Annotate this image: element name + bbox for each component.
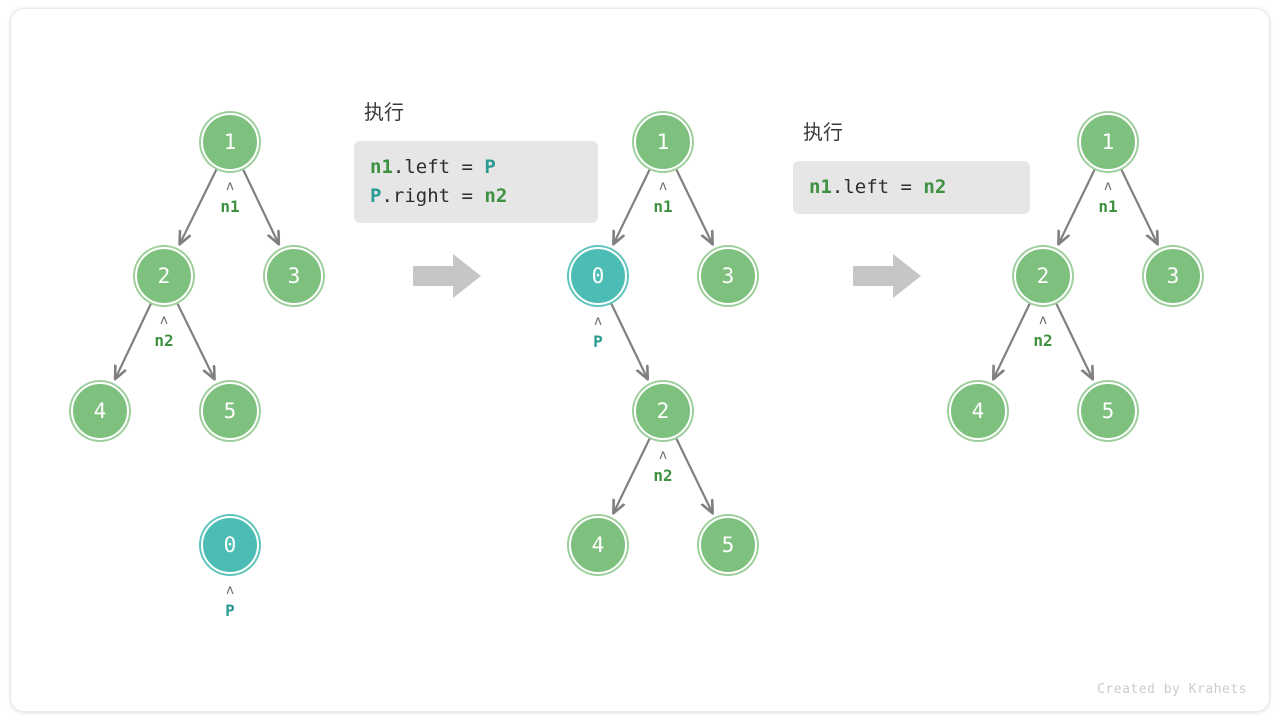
tree-edge (614, 167, 652, 243)
tree-edge (609, 301, 647, 378)
tree-node-value: 2 (656, 398, 670, 423)
code-token-plain: .left = (392, 156, 485, 178)
tree-node-value: 1 (656, 129, 670, 154)
code-line: n1.left = n2 (809, 173, 1014, 202)
tree-node-1[interactable]: 1 (201, 113, 259, 171)
tree-edge (674, 167, 712, 243)
tree-node-2[interactable]: 2 (135, 247, 193, 305)
tree-node-3[interactable]: 3 (265, 247, 323, 305)
tree-edge-layer (11, 167, 1269, 711)
code-token-var: n2 (923, 176, 947, 198)
tree-edge (1059, 167, 1097, 243)
tree-node-0[interactable]: 0 (569, 247, 627, 305)
tree-node-4[interactable]: 4 (949, 382, 1007, 440)
tree-edge (994, 301, 1032, 378)
tree-node-value: 0 (591, 263, 605, 288)
tree-edge (180, 167, 218, 243)
code-token-plain: .right = (381, 185, 485, 207)
tree-node-value: 5 (721, 532, 735, 557)
tree-node-value: 5 (1101, 398, 1115, 423)
tree-edge (176, 301, 214, 378)
tree-node-value: 0 (223, 532, 237, 557)
tree-edge (614, 436, 652, 512)
code-token-ptr: P (370, 185, 382, 207)
tree-node-value: 3 (287, 263, 301, 288)
code-token-ptr: P (484, 156, 496, 178)
tree-node-2[interactable]: 2 (634, 382, 692, 440)
tree-edge (674, 436, 712, 512)
tree-node-value: 1 (223, 129, 237, 154)
code-token-var: n1 (370, 156, 393, 178)
tree-node-value: 4 (93, 398, 107, 423)
tree-node-1[interactable]: 1 (634, 113, 692, 171)
tree-node-5[interactable]: 5 (699, 516, 757, 574)
tree-node-value: 5 (223, 398, 237, 423)
code-token-var: n1 (809, 176, 832, 198)
tree-node-3[interactable]: 3 (699, 247, 757, 305)
step-caption: 执行 (364, 100, 404, 124)
tree-node-2[interactable]: 2 (1014, 247, 1072, 305)
tree-edge (116, 302, 153, 377)
tree-edge (1054, 301, 1092, 378)
code-block: n1.left = n2 (793, 161, 1030, 214)
code-line: P.right = n2 (370, 182, 582, 211)
tree-node-value: 4 (591, 532, 605, 557)
tree-node-4[interactable]: 4 (71, 382, 129, 440)
tree-node-5[interactable]: 5 (1079, 382, 1137, 440)
step-arrow-icon (413, 254, 481, 298)
tree-edge (1119, 167, 1157, 243)
code-token-plain: .left = (831, 176, 924, 198)
tree-node-3[interactable]: 3 (1144, 247, 1202, 305)
tree-node-value: 3 (721, 263, 735, 288)
tree-node-5[interactable]: 5 (201, 382, 259, 440)
tree-node-value: 4 (971, 398, 985, 423)
tree-node-4[interactable]: 4 (569, 516, 627, 574)
tree-node-1[interactable]: 1 (1079, 113, 1137, 171)
step-arrow-icon (853, 254, 921, 298)
tree-node-value: 2 (1036, 263, 1050, 288)
watermark: Created by Krahets (1097, 682, 1247, 697)
tree-edge (241, 167, 278, 243)
tree-node-value: 1 (1101, 129, 1115, 154)
tree-node-0[interactable]: 0 (201, 516, 259, 574)
step-caption: 执行 (803, 120, 843, 144)
tree-node-value: 2 (157, 263, 171, 288)
code-token-var: n2 (484, 185, 508, 207)
code-line: n1.left = P (370, 153, 582, 182)
tree-node-value: 3 (1166, 263, 1180, 288)
